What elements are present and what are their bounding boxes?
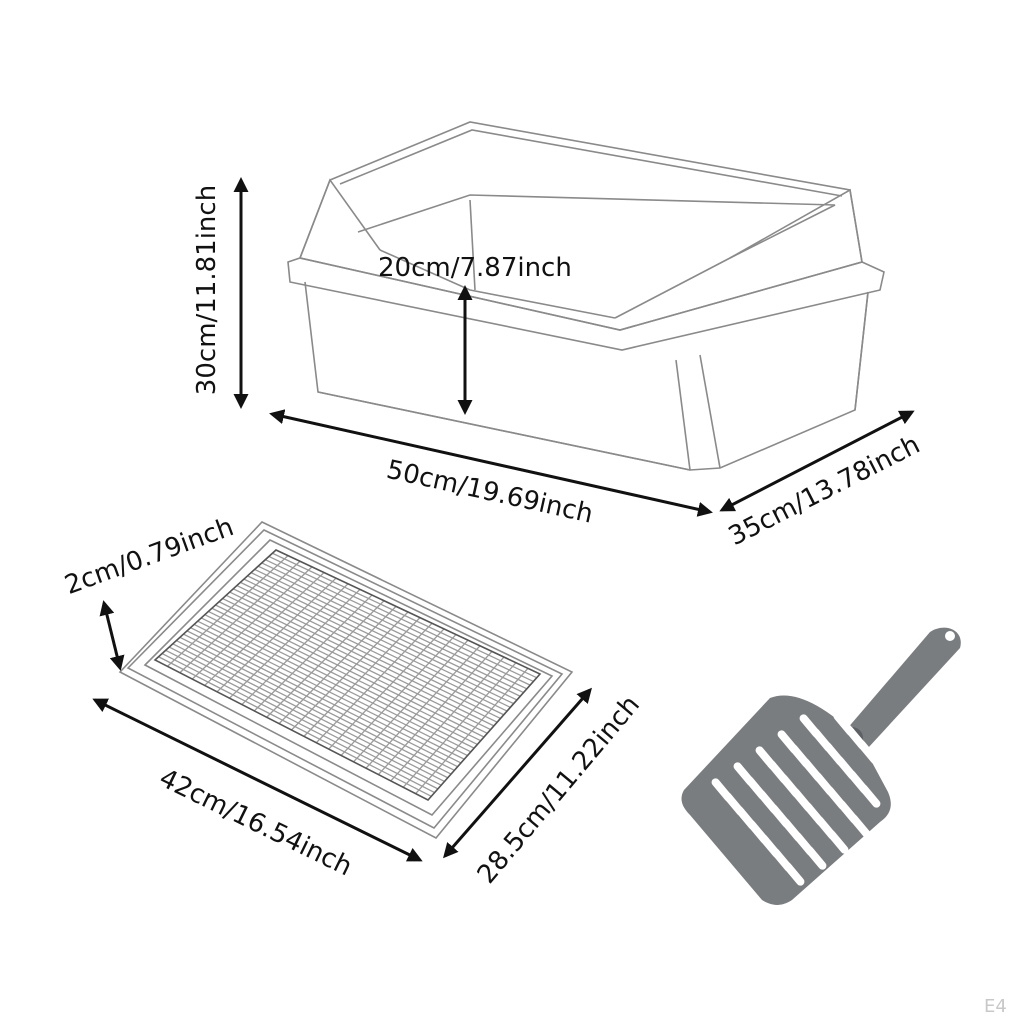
scoop-slots — [711, 712, 891, 886]
scoop-slot — [805, 846, 827, 870]
grid-line — [266, 600, 385, 718]
scoop-slot — [783, 862, 805, 886]
grid-line — [229, 583, 349, 699]
grid-line — [241, 588, 361, 706]
tray-height-arrow — [99, 600, 125, 671]
box-width-arrow — [719, 410, 915, 512]
grid-line — [253, 594, 373, 712]
entry-height-label: 20cm/7.87inch — [378, 253, 572, 283]
scoop-slot — [849, 814, 871, 838]
tray-height-label: 2cm/0.79inch — [61, 512, 238, 601]
box-height-label: 30cm/11.81inch — [192, 185, 222, 395]
tray-width-label: 28.5cm/11.22inch — [472, 690, 646, 889]
box-length-arrow — [269, 409, 713, 517]
scoop-illustration — [681, 627, 961, 905]
grid-line — [402, 662, 517, 788]
tray-width-arrow — [443, 687, 592, 859]
box-width-label: 35cm/13.78inch — [724, 430, 925, 552]
scoop-slot — [869, 754, 891, 778]
watermark: E4 — [984, 996, 1007, 1017]
grid-line — [216, 577, 337, 693]
grid-line — [415, 667, 529, 795]
scoop-slot — [859, 784, 881, 808]
grid-line — [191, 566, 313, 680]
grid-line — [204, 572, 325, 686]
grid-line — [179, 560, 301, 674]
scoop-slot — [827, 830, 849, 854]
grid-line — [166, 555, 289, 667]
box-length-label: 50cm/19.69inch — [384, 455, 596, 530]
grid-line — [390, 656, 505, 782]
tray-length-arrow — [92, 698, 423, 862]
litter-box-illustration — [287, 121, 885, 471]
